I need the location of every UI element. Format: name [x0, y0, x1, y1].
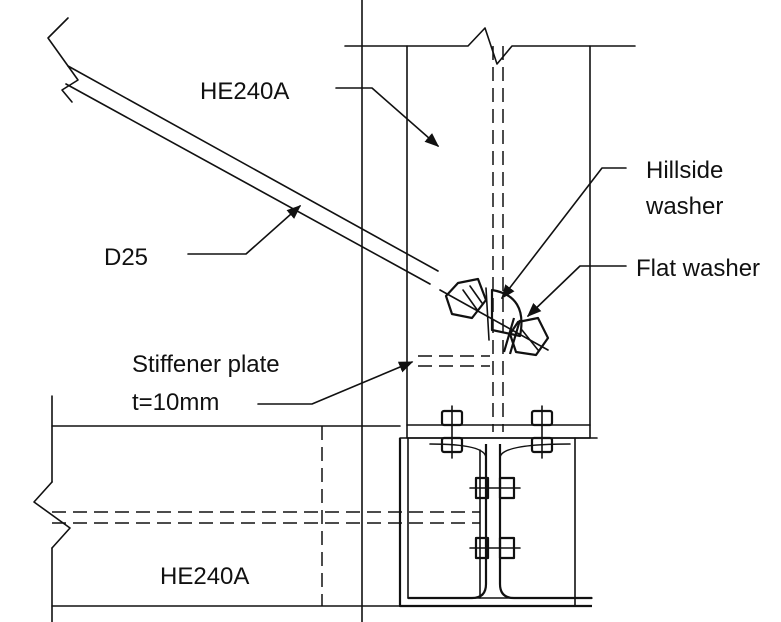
brace-label: D25 [104, 244, 148, 271]
hillside-washer [485, 287, 523, 341]
beam-section-label: HE240A [160, 563, 249, 590]
leader-flat-washer [526, 265, 627, 317]
column-hea-section [361, 0, 591, 622]
leader-hillside-washer [501, 167, 627, 300]
hillside-washer-label-line1: Hillside [646, 157, 723, 184]
web-bolt-lower [469, 536, 521, 560]
beam-hea-section [33, 395, 480, 622]
right-nut [508, 316, 550, 357]
stiffener-label-line1: Stiffener plate [132, 351, 280, 378]
leader-brace-label [187, 205, 302, 255]
column-top-break [344, 27, 636, 65]
hillside-washer-label-line2: washer [645, 193, 723, 220]
column-section-label: HE240A [200, 78, 289, 105]
web-bolt-upper [469, 476, 521, 500]
column-end-plate [399, 405, 598, 459]
left-nut [444, 277, 488, 320]
brace-anchor-assembly [439, 277, 550, 357]
stiffener-label-line2: t=10mm [132, 389, 219, 416]
leader-column-label [335, 87, 440, 147]
stiffener-plate [418, 355, 490, 367]
leader-stiffener-plate [257, 361, 414, 405]
connecting-cleat [398, 437, 593, 608]
plate-bolt-right [530, 405, 554, 459]
plate-bolt-left [440, 405, 464, 459]
flat-washer-label: Flat washer [636, 255, 760, 282]
brace-rod-d25 [47, 17, 439, 285]
flat-washer [502, 317, 522, 355]
